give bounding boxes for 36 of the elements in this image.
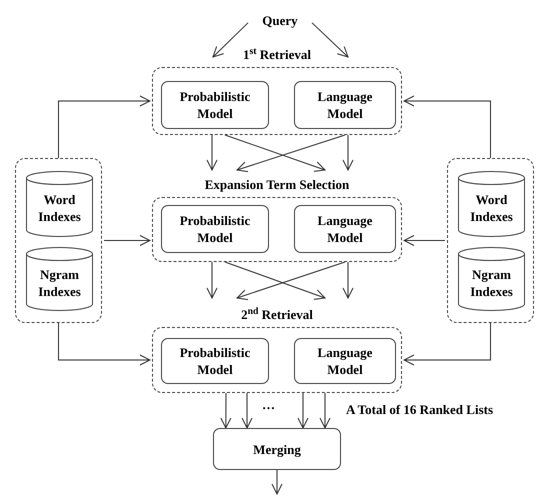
process-box: Probabilistic Model bbox=[161, 81, 269, 129]
arrow bbox=[224, 134, 326, 172]
group-heading: Expansion Term Selection bbox=[204, 177, 350, 193]
arrow bbox=[104, 235, 150, 246]
arrow bbox=[206, 262, 218, 298]
arrow bbox=[242, 392, 253, 428]
group-heading: 1$^{st}$ Retrieval bbox=[242, 47, 312, 63]
arrow bbox=[206, 134, 218, 170]
arrow bbox=[404, 235, 446, 246]
node-text: Query bbox=[250, 12, 310, 30]
arrow bbox=[236, 262, 346, 300]
ellipsis: … bbox=[262, 396, 276, 412]
arrow bbox=[272, 470, 282, 494]
process-box: Language Model bbox=[294, 205, 396, 253]
arrow bbox=[58, 96, 150, 158]
arrow bbox=[404, 322, 491, 366]
arrow bbox=[320, 392, 330, 428]
arrow bbox=[224, 262, 326, 300]
group-heading: 2$^{nd}$ Retrieval bbox=[240, 307, 314, 323]
arrow bbox=[404, 96, 491, 158]
arrow bbox=[220, 392, 232, 428]
arrow bbox=[58, 322, 150, 366]
process-box: Language Model bbox=[294, 81, 396, 129]
process-box: Probabilistic Model bbox=[161, 338, 269, 384]
note-text: A Total of 16 Ranked Lists bbox=[346, 401, 494, 419]
process-box: Merging bbox=[213, 428, 341, 470]
process-box: Language Model bbox=[294, 338, 396, 384]
process-box: Probabilistic Model bbox=[161, 205, 269, 253]
arrow bbox=[236, 134, 346, 172]
arrow bbox=[312, 22, 348, 58]
dashed-group-frame bbox=[447, 158, 534, 323]
arrow bbox=[212, 22, 248, 58]
arrow bbox=[342, 262, 354, 298]
arrow bbox=[342, 134, 354, 170]
arrow bbox=[298, 392, 308, 428]
dashed-group-frame bbox=[15, 158, 102, 323]
